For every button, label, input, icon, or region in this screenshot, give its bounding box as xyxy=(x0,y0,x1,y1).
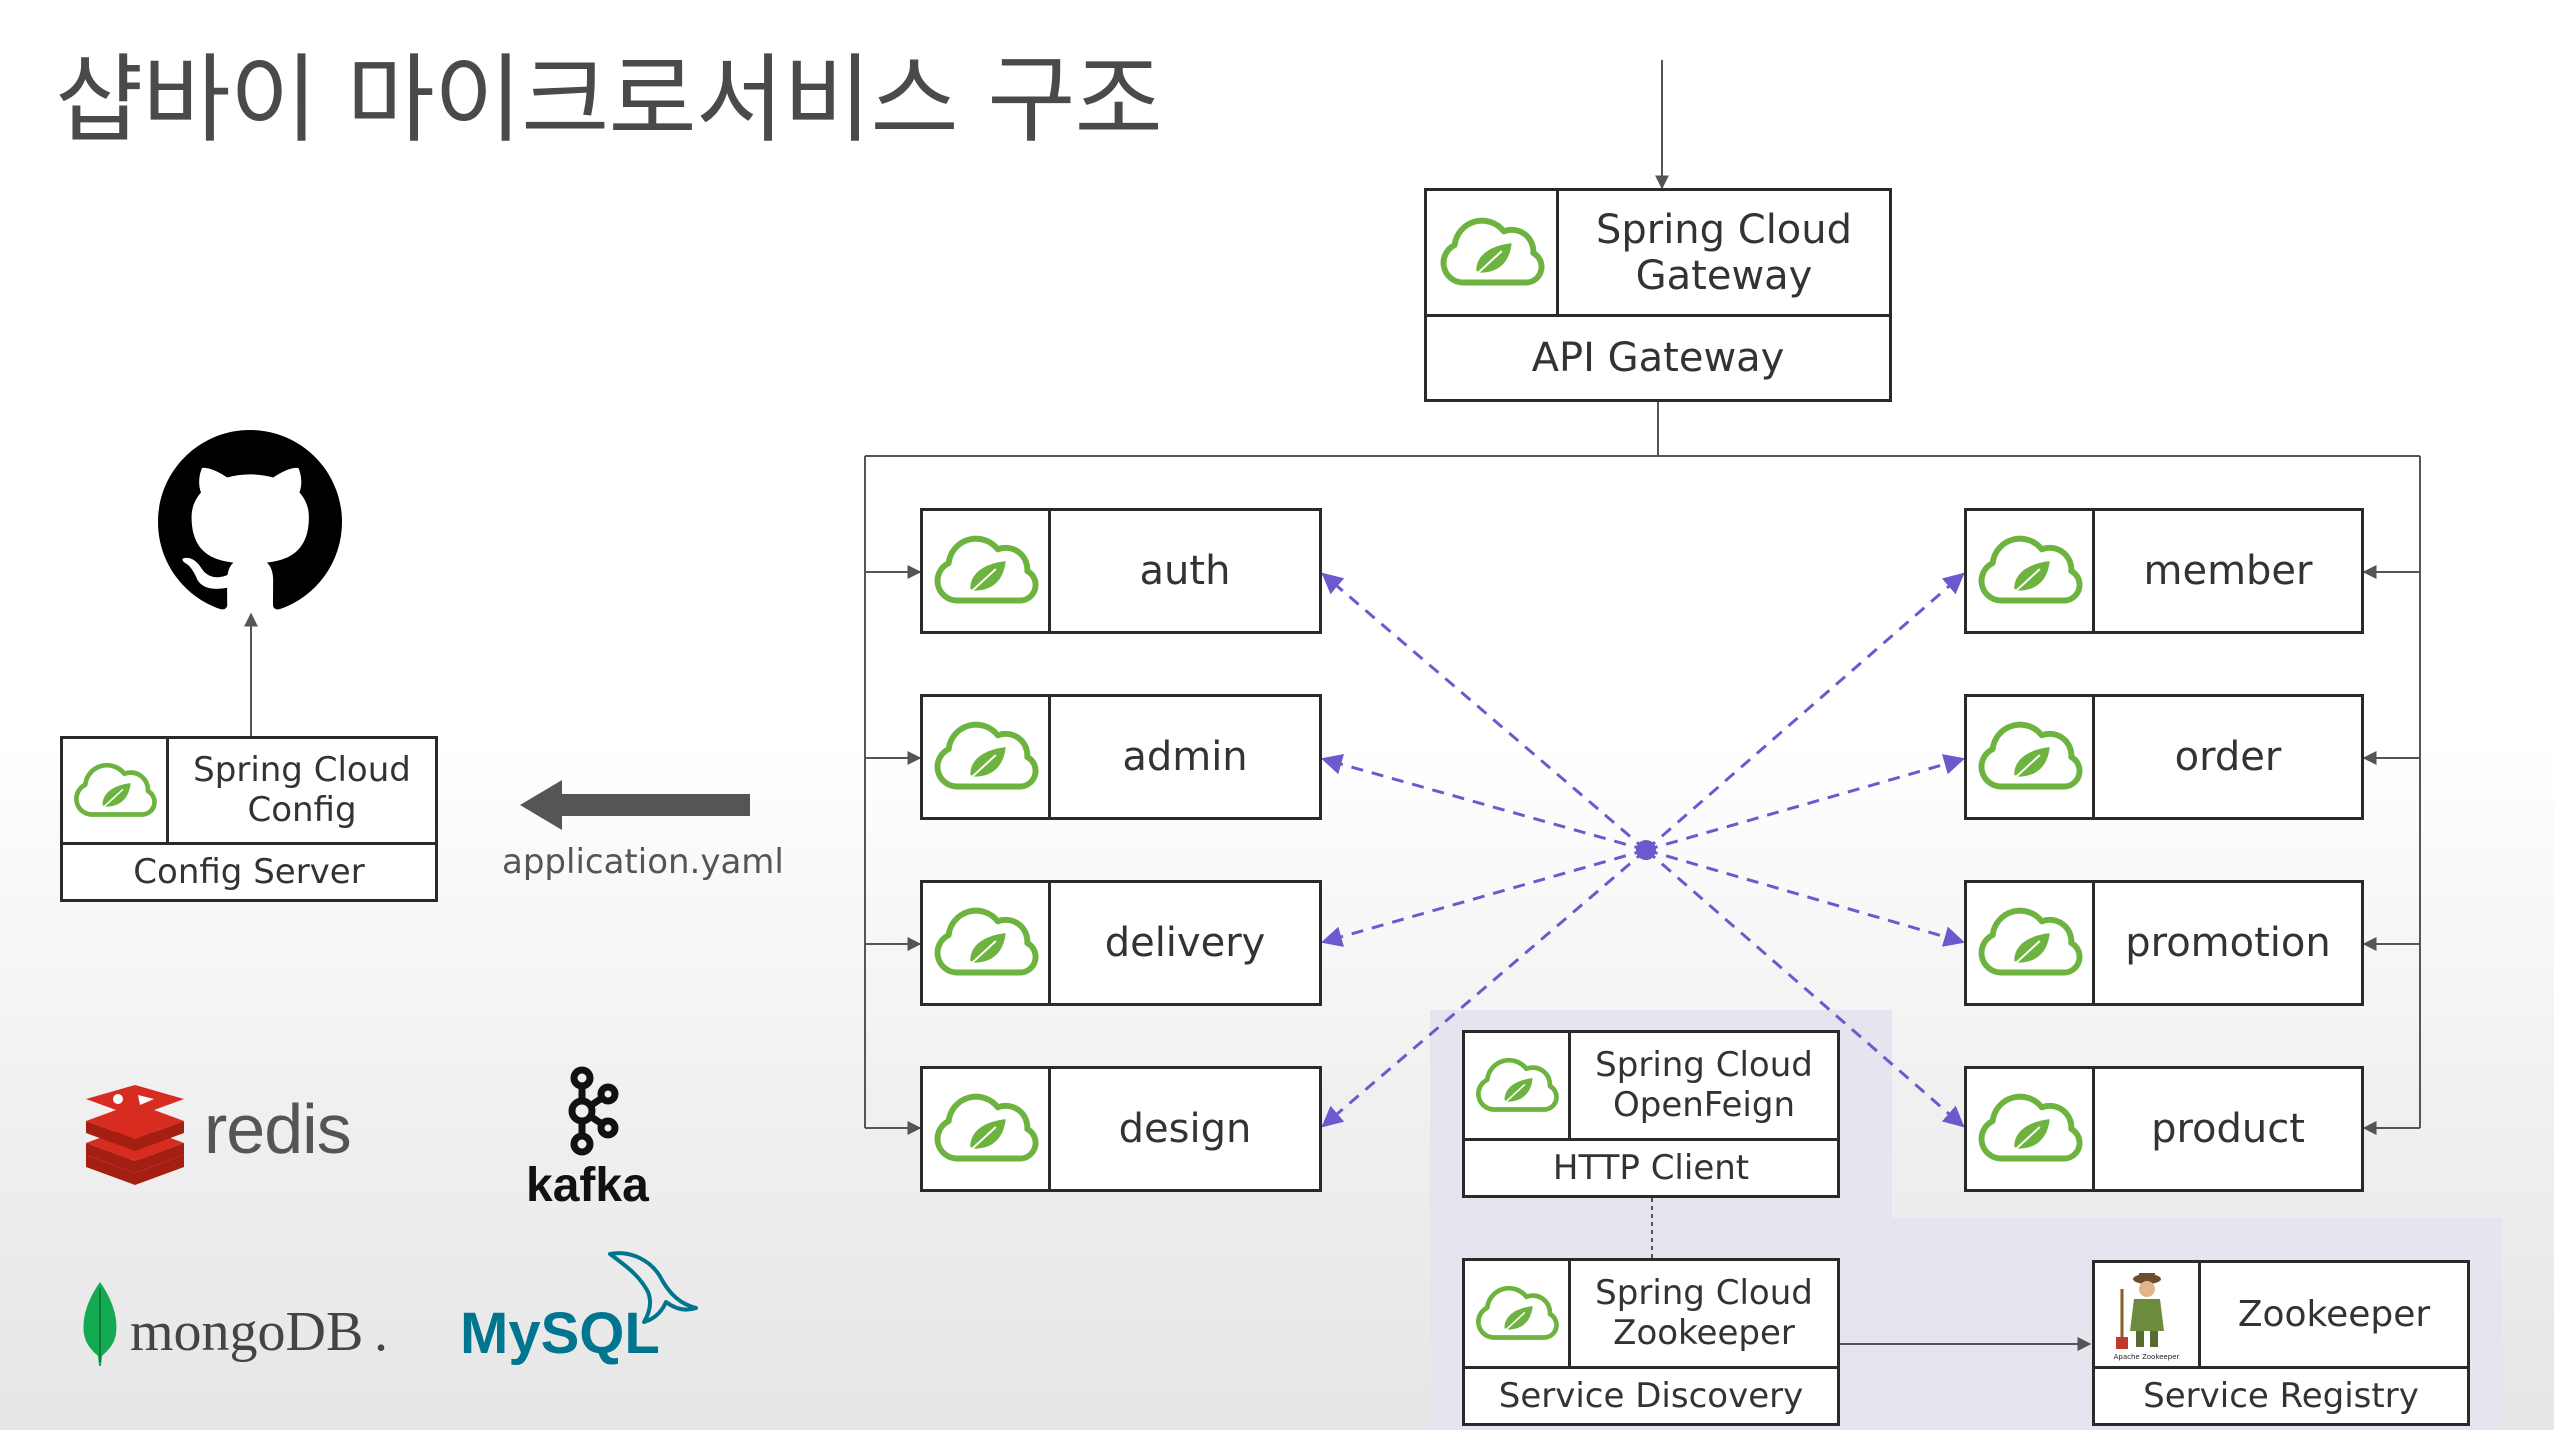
spring-leaf-icon xyxy=(1967,511,2095,631)
kafka-logo: kafka xyxy=(520,1060,660,1212)
spring-leaf-icon xyxy=(1967,1069,2095,1189)
service-label-member: member xyxy=(2143,548,2313,594)
service-box-product: product xyxy=(1964,1066,2364,1192)
service-label-delivery: delivery xyxy=(1104,920,1266,966)
config-role: Config Server xyxy=(133,852,365,892)
link-promotion xyxy=(1645,848,1966,947)
spring-leaf-icon xyxy=(1967,697,2095,817)
arrow-left-icon xyxy=(520,780,562,830)
gateway-name-line2: Gateway xyxy=(1635,252,1813,299)
spring-leaf-icon xyxy=(923,697,1051,817)
service-box-delivery: delivery xyxy=(920,880,1322,1006)
mysql-wordmark: MySQL xyxy=(460,1301,660,1366)
registry-name: Zookeeper xyxy=(2237,1293,2431,1335)
api-gateway-box: Spring Cloud Gateway API Gateway xyxy=(1424,188,1892,402)
link-design xyxy=(1321,848,1647,1128)
config-name-line1: Spring Cloud xyxy=(193,750,411,791)
spring-leaf-icon xyxy=(1465,1261,1571,1366)
link-delivery xyxy=(1320,848,1647,947)
zookeeper-icon: Apache Zookeeper xyxy=(2095,1263,2201,1366)
config-file-label: application.yaml xyxy=(502,842,784,882)
spring-leaf-icon xyxy=(1427,191,1559,314)
service-box-admin: admin xyxy=(920,694,1322,820)
spring-leaf-icon xyxy=(1465,1033,1571,1138)
mongodb-registered-mark: . xyxy=(374,1301,388,1363)
redis-logo: redis xyxy=(80,1085,380,1185)
service-label-auth: auth xyxy=(1139,548,1231,594)
openfeign-role: HTTP Client xyxy=(1552,1148,1750,1188)
link-order xyxy=(1645,754,1966,852)
service-label-design: design xyxy=(1118,1106,1252,1152)
spring-leaf-icon xyxy=(1967,883,2095,1003)
gateway-name-line1: Spring Cloud xyxy=(1595,206,1853,253)
service-label-product: product xyxy=(2151,1106,2305,1152)
registry-role: Service Registry xyxy=(2143,1376,2419,1416)
mysql-logo: MySQL xyxy=(460,1246,710,1376)
discovery-name-line2: Zookeeper xyxy=(1613,1312,1795,1353)
service-registry-box: Apache Zookeeper Zookeeper Service Regis… xyxy=(2092,1260,2470,1426)
spring-leaf-icon xyxy=(63,739,169,842)
mesh-hub xyxy=(1636,840,1656,860)
link-admin xyxy=(1320,754,1647,852)
service-label-order: order xyxy=(2174,734,2282,780)
discovery-role: Service Discovery xyxy=(1498,1376,1804,1416)
redis-icon xyxy=(86,1085,184,1185)
spring-leaf-icon xyxy=(923,1069,1051,1189)
service-box-order: order xyxy=(1964,694,2364,820)
spring-leaf-icon xyxy=(923,511,1051,631)
mongodb-logo: mongoDB . xyxy=(78,1282,408,1372)
github-icon xyxy=(158,430,342,614)
page-title: 샵바이 마이크로서비스 구조 xyxy=(55,44,1163,156)
service-label-promotion: promotion xyxy=(2125,920,2331,966)
link-product xyxy=(1645,848,1965,1128)
spring-leaf-icon xyxy=(923,883,1051,1003)
service-label-admin: admin xyxy=(1122,734,1248,780)
config-server-box: Spring Cloud Config Config Server xyxy=(60,736,438,902)
zookeeper-icon-caption: Apache Zookeeper xyxy=(2113,1352,2180,1361)
link-auth xyxy=(1321,572,1647,852)
openfeign-name-line2: OpenFeign xyxy=(1612,1084,1795,1125)
openfeign-box: Spring Cloud OpenFeign HTTP Client xyxy=(1462,1030,1840,1198)
kafka-wordmark: kafka xyxy=(526,1159,649,1212)
config-name-line2: Config xyxy=(247,789,357,830)
mongodb-wordmark: mongoDB xyxy=(130,1301,364,1363)
service-box-promotion: promotion xyxy=(1964,880,2364,1006)
arrow-left-icon-shaft xyxy=(560,794,750,816)
discovery-name-line1: Spring Cloud xyxy=(1595,1273,1813,1314)
service-box-auth: auth xyxy=(920,508,1322,634)
gateway-role: API Gateway xyxy=(1531,335,1785,381)
mysql-dolphin-icon xyxy=(608,1251,698,1324)
openfeign-name-line1: Spring Cloud xyxy=(1595,1045,1813,1086)
link-member xyxy=(1645,572,1965,852)
redis-wordmark: redis xyxy=(204,1090,352,1168)
service-box-design: design xyxy=(920,1066,1322,1192)
service-discovery-box: Spring Cloud Zookeeper Service Discovery xyxy=(1462,1258,1840,1426)
mongodb-leaf-icon xyxy=(83,1282,117,1366)
service-box-member: member xyxy=(1964,508,2364,634)
kafka-icon xyxy=(568,1066,619,1156)
